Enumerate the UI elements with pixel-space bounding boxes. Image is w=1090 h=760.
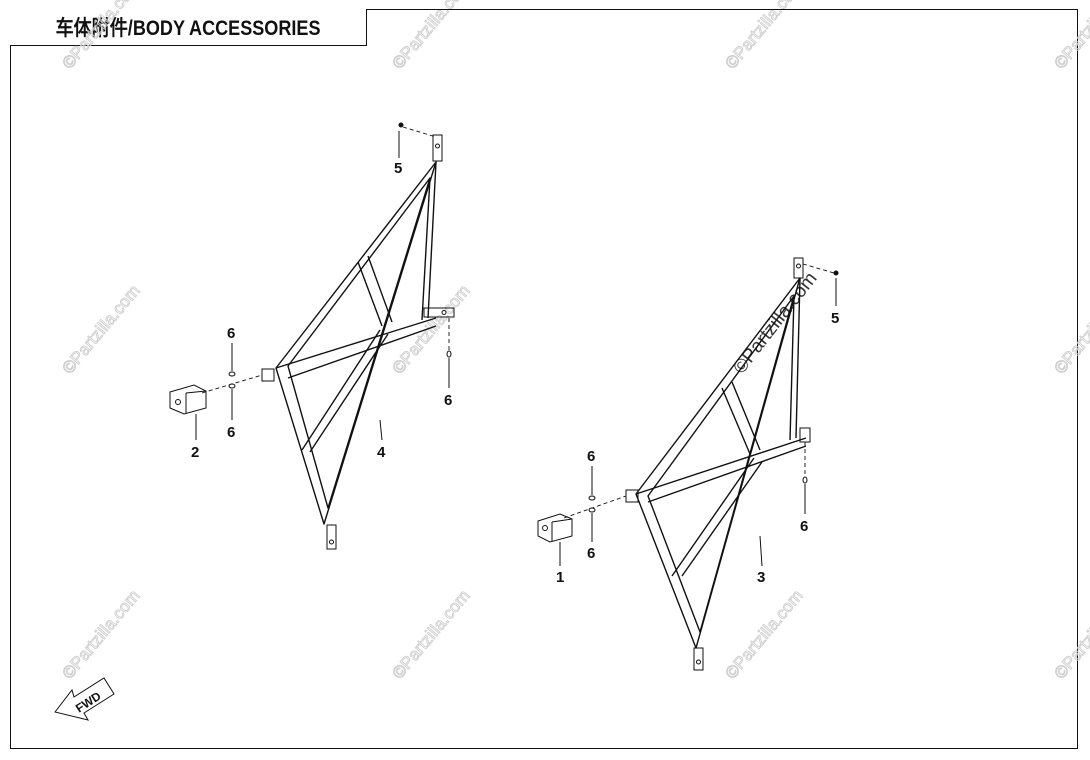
washer-icon [228,371,236,377]
callout-6-left-bottom: 6 [227,424,235,441]
screw-icon [833,270,839,276]
callout-6-right-side: 6 [800,518,808,535]
screw-icon [398,122,404,128]
watermark: ©Partzilla.com [722,0,807,73]
left-net-frame [201,126,455,550]
callout-2: 2 [191,444,199,461]
left-fasteners [228,122,452,441]
callouts: 1 2 3 4 5 5 6 6 6 6 6 6 [191,160,839,586]
callout-6-left-side: 6 [444,392,452,409]
page-title: 车体附件/BODY ACCESSORIES [55,17,321,40]
callout-4: 4 [377,444,386,461]
watermark: ©Partzilla.com [389,586,474,682]
callout-5-right: 5 [831,310,839,327]
right-bracket [537,513,573,566]
washer-icon [228,383,236,389]
right-fasteners [588,270,839,567]
washer-icon [446,350,452,358]
diagram-border [10,9,1078,749]
watermark: ©Partzilla.com [59,0,144,73]
washer-icon [588,507,596,513]
callout-3: 3 [757,569,765,586]
watermarks: ©Partzilla.com ©Partzilla.com ©Partzilla… [58,0,1090,683]
fwd-label: FWD [73,689,104,716]
fwd-arrow-icon: FWD [54,677,115,721]
callout-6-right-top: 6 [587,448,595,465]
callout-1: 1 [556,569,564,586]
washer-icon [802,476,808,484]
callout-6-left-top: 6 [227,325,235,342]
watermark: ©Partzilla.com [59,586,144,682]
watermark: ©Partzilla.com [59,281,144,377]
watermark: ©Partzilla.com [389,0,474,73]
title-box: 车体附件/BODY ACCESSORIES [10,9,367,46]
callout-6-right-bottom: 6 [587,545,595,562]
watermark: ©Partzilla.com [1051,586,1090,682]
left-bracket [169,384,207,440]
washer-icon [588,495,596,501]
watermark: ©Partzilla.com [1051,0,1090,73]
watermark: ©Partzilla.com [1051,281,1090,377]
right-net-frame [563,257,835,671]
watermark: ©Partzilla.com [722,586,807,682]
callout-5-left: 5 [394,160,402,177]
